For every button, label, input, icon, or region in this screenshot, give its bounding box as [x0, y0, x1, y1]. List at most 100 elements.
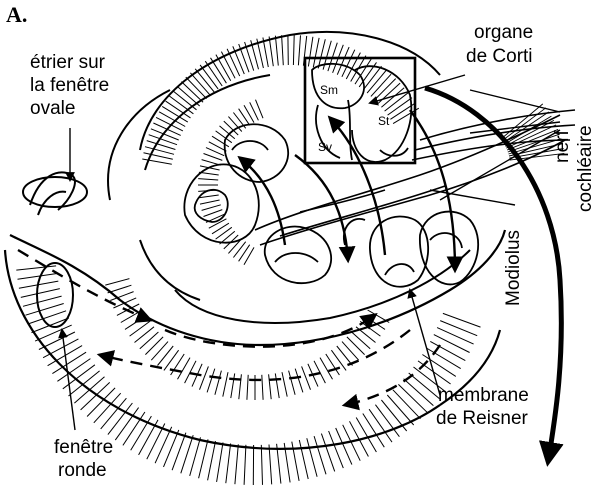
label-sm: Sm	[320, 79, 338, 101]
hatch-stroke	[239, 374, 242, 399]
hatch-stroke	[202, 205, 221, 211]
flow-arrows-solid	[240, 110, 455, 270]
hatch-stroke	[200, 200, 220, 204]
hatch-stroke	[155, 427, 172, 463]
hatch-stroke	[39, 332, 75, 350]
hatch-stroke	[347, 337, 365, 355]
hatch-stroke	[151, 342, 168, 361]
stapes-oval-window	[23, 173, 87, 215]
hatch-stroke	[363, 414, 385, 448]
hatch-stroke	[69, 371, 100, 396]
hatch-stroke	[269, 37, 273, 67]
hatch-stroke	[342, 50, 355, 77]
hatch-stroke	[443, 313, 481, 327]
hatch-stroke	[299, 440, 308, 479]
hatch-stroke	[204, 210, 223, 217]
label-etrier-3: ovale	[30, 98, 75, 120]
hatch-stroke	[216, 227, 232, 239]
hatch-stroke	[216, 55, 231, 81]
hatch-stroke	[164, 430, 179, 467]
hatch-stroke	[151, 129, 179, 140]
hatch-stroke	[244, 247, 254, 264]
hatch-stroke	[239, 245, 250, 262]
hatch-stroke	[231, 373, 235, 398]
hatch-stroke	[269, 374, 272, 399]
hatch-stroke	[233, 242, 245, 258]
hatch-stroke	[147, 424, 165, 460]
hatch-stroke	[263, 38, 268, 68]
hatch-stroke	[307, 438, 317, 477]
hatch-stroke	[302, 366, 311, 389]
hatch-stroke	[393, 390, 421, 419]
leader-lines	[62, 75, 560, 430]
hatch-stroke	[308, 37, 313, 67]
label-cochleaire: cochléaire	[575, 125, 596, 212]
section-mid-lower	[265, 227, 331, 284]
label-modiolus: Modiolus	[503, 230, 524, 306]
hatch-stroke	[158, 346, 174, 366]
panel-letter: A.	[6, 2, 27, 28]
hatch-stroke	[275, 36, 278, 66]
hatch-stroke	[356, 418, 376, 453]
hatch-stroke	[16, 266, 56, 270]
hatch-stroke	[113, 298, 136, 308]
hatch-stroke	[139, 420, 158, 455]
hatch-stroke	[198, 179, 218, 180]
hatch-stroke	[337, 47, 349, 75]
hatch-stroke	[244, 445, 246, 485]
hatch-stroke	[221, 52, 235, 79]
hatch-stroke	[398, 384, 427, 412]
hatch-stroke	[18, 274, 58, 280]
section-right-left	[370, 217, 428, 287]
hatch-stroke	[108, 285, 132, 293]
label-fenetre-2: ronde	[58, 460, 107, 482]
hatch-stroke	[261, 445, 262, 485]
hatch-stroke	[135, 327, 155, 343]
basal-turn	[5, 230, 505, 449]
hatch-stroke	[356, 327, 376, 343]
hatch-stroke	[200, 366, 209, 389]
hatch-stroke	[329, 431, 344, 468]
label-st: St	[378, 110, 389, 132]
label-etrier-2: la fenêtre	[30, 75, 109, 97]
hatch-stroke	[21, 289, 60, 298]
hatch-stroke	[131, 416, 152, 450]
hatch-stroke	[108, 403, 132, 435]
hatch-stroke	[130, 321, 150, 336]
hatch-stroke	[275, 373, 279, 398]
hatch-stroke	[164, 350, 179, 370]
hatch-stroke	[145, 337, 163, 355]
hatch-stroke	[153, 123, 180, 135]
label-organe-2: de Corti	[466, 46, 533, 68]
hatch-stroke	[23, 296, 62, 306]
hatch-stroke	[105, 279, 129, 286]
label-membrane-1: membrane	[438, 385, 529, 407]
hatch-stroke	[336, 428, 352, 465]
hatch-stroke	[352, 332, 371, 349]
hatch-stroke	[337, 346, 353, 366]
hatch-stroke	[282, 372, 287, 396]
hatch-stroke	[295, 369, 303, 393]
hatch-stroke	[144, 153, 173, 159]
hatch-stroke	[190, 437, 201, 476]
hatch-stroke	[217, 442, 223, 482]
hatch-stroke	[387, 395, 413, 425]
label-organe-1: organe	[474, 22, 533, 44]
hatch-stroke	[204, 154, 223, 161]
hatch-stroke	[227, 49, 240, 76]
hatch-stroke	[101, 398, 127, 429]
hatch-stroke	[140, 332, 159, 349]
hatch-stroke	[440, 321, 477, 336]
hatch-stroke	[156, 117, 183, 130]
label-etrier-1: étrier sur	[30, 52, 105, 74]
hatch-stroke	[226, 444, 231, 484]
label-sv: Sv	[318, 136, 332, 158]
hatch-stroke	[215, 371, 222, 395]
hatch-stroke	[208, 441, 216, 480]
label-nerf: nerf	[552, 130, 573, 163]
hatch-stroke	[223, 372, 228, 396]
hatch-stroke	[437, 328, 474, 345]
hatch-stroke	[381, 400, 406, 431]
hatch-stroke	[289, 371, 296, 395]
